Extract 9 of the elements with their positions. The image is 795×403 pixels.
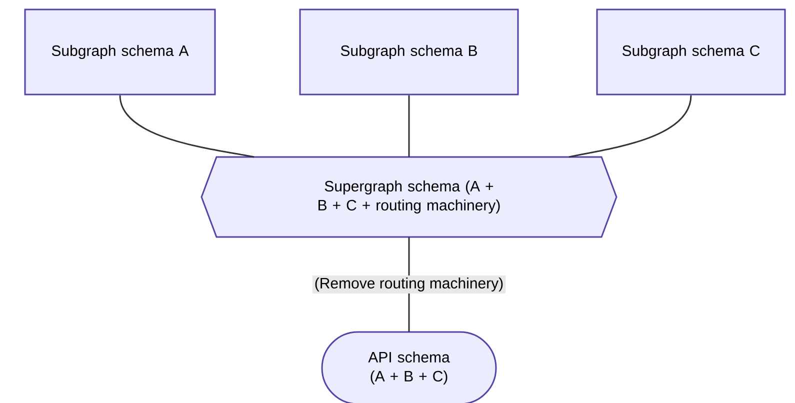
- hexagon-box: Supergraph schema (A + B + C + routing machinery): [200, 156, 618, 238]
- connector-line: [408, 95, 410, 157]
- edge-label: (Remove routing machinery): [312, 276, 506, 294]
- schema-box: Subgraph schema C: [596, 8, 786, 96]
- rounded-box: API schema (A + B + C): [321, 331, 497, 403]
- schema-box: Subgraph schema B: [299, 8, 519, 96]
- connector-line: [119, 95, 254, 158]
- connector-line: [568, 95, 692, 158]
- schema-box: Subgraph schema A: [24, 8, 216, 96]
